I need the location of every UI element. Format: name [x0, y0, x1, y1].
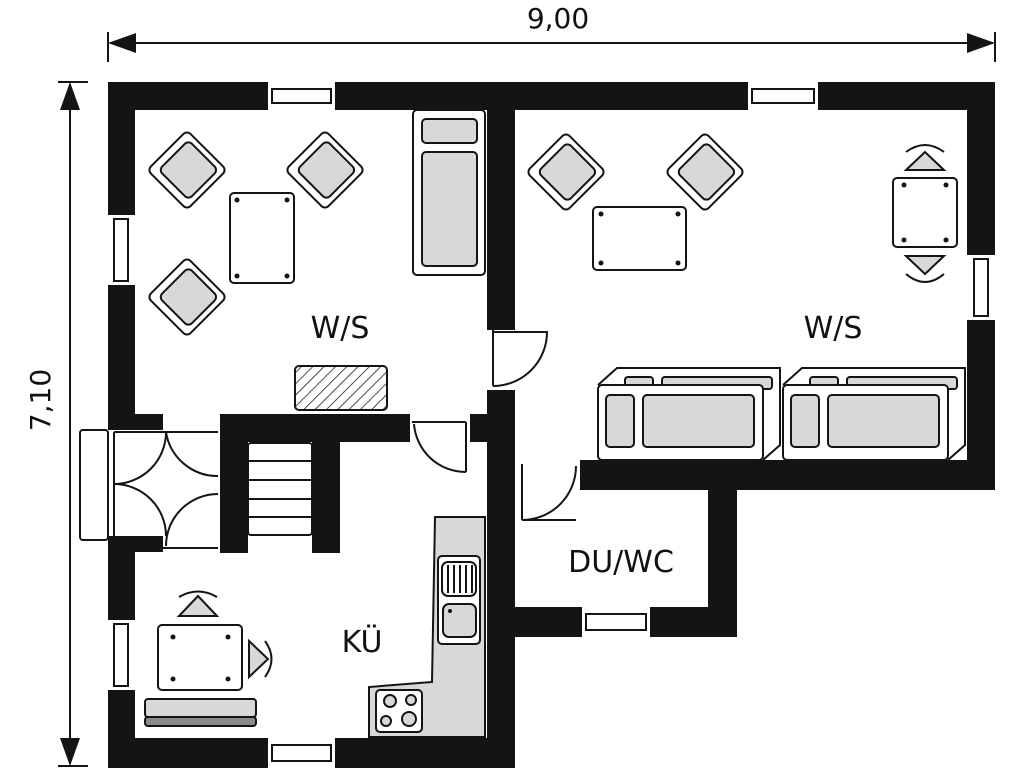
armchair [527, 133, 605, 211]
window [751, 88, 815, 104]
kitchen-table [157, 590, 273, 691]
width-dimension: 9,00 [107, 2, 996, 62]
window [113, 218, 129, 282]
window [973, 258, 989, 317]
room-label-kitchen: KÜ [342, 624, 383, 660]
walls [108, 82, 995, 768]
armchair [148, 131, 226, 209]
staircase [247, 442, 313, 536]
doors [79, 330, 577, 549]
width-label: 9,00 [527, 2, 589, 35]
height-label: 7,10 [24, 369, 57, 431]
coffee-table [592, 206, 687, 271]
armchair [666, 133, 744, 211]
window [585, 613, 647, 631]
room-label-living-right: W/S [804, 311, 863, 346]
room-label-living-left: W/S [311, 311, 370, 346]
kitchen-bench [144, 698, 257, 727]
room-label-bathroom: DU/WC [568, 545, 674, 580]
sofa [597, 367, 781, 461]
window [271, 88, 332, 104]
left-living-furniture [148, 109, 486, 411]
dining-table [892, 144, 958, 283]
right-living-furniture [527, 133, 966, 461]
sofa-bed [412, 109, 486, 276]
window [113, 623, 129, 687]
door-bathroom [521, 464, 577, 521]
armchair [286, 131, 364, 209]
height-dimension: 7,10 [24, 81, 88, 767]
entrance-double-door [79, 429, 219, 549]
door-living-rooms [492, 330, 549, 387]
kitchen-furniture [144, 516, 486, 738]
fireplace [294, 365, 388, 411]
armchair [148, 258, 226, 336]
coffee-table [229, 192, 295, 284]
sofa [782, 367, 966, 461]
stove [375, 689, 423, 733]
door-kitchen [412, 421, 467, 474]
sink [437, 555, 481, 645]
windows [113, 88, 989, 762]
window [271, 744, 332, 762]
